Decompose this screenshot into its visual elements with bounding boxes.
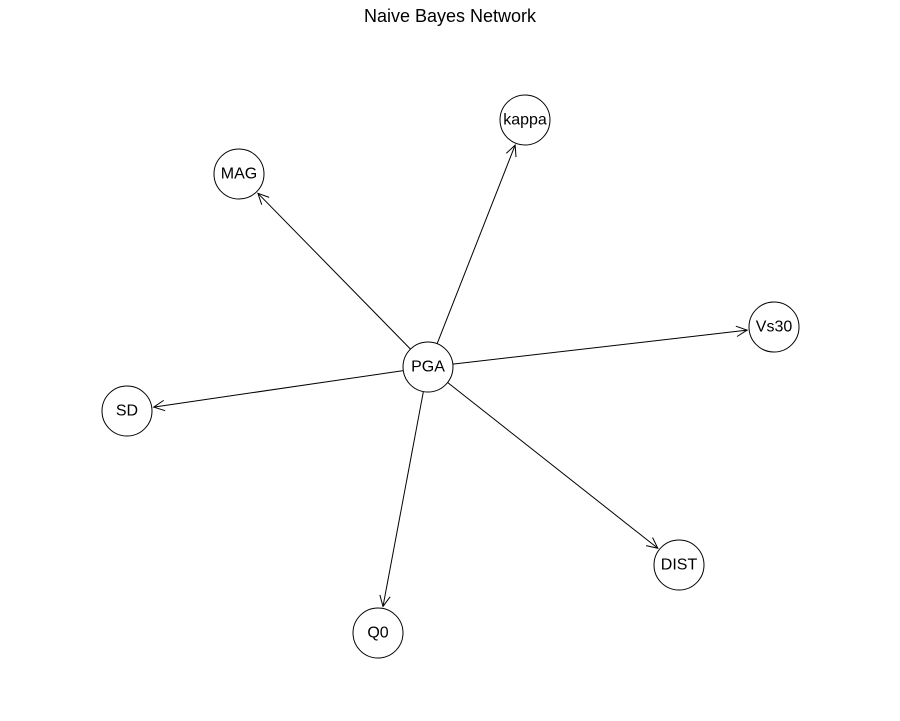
- edge-line: [153, 370, 404, 408]
- node-label: Vs30: [756, 319, 793, 336]
- node-kappa: kappa: [499, 94, 551, 146]
- edge-pga-to-kappa: [436, 144, 517, 344]
- node-circle: [499, 94, 551, 146]
- node-circle: [213, 148, 265, 200]
- node-circle: [101, 385, 153, 437]
- node-circle: [653, 539, 705, 591]
- edge-line: [447, 382, 659, 549]
- edge-pga-to-mag: [257, 192, 411, 350]
- edge-pga-to-dist: [447, 382, 659, 549]
- node-label: PGA: [411, 359, 445, 376]
- arrowhead: [257, 192, 270, 205]
- node-circle: [748, 301, 800, 353]
- node-vs30: Vs30: [748, 301, 800, 353]
- edge-line: [436, 144, 516, 344]
- edge-line: [452, 329, 748, 365]
- edge-line: [257, 192, 411, 350]
- node-pga: PGA: [402, 341, 454, 393]
- node-sd: SD: [101, 385, 153, 437]
- edge-pga-to-sd: [152, 370, 404, 412]
- node-q0: Q0: [352, 607, 404, 659]
- edge-pga-to-vs30: [452, 325, 749, 365]
- node-label: DIST: [661, 557, 698, 574]
- node-dist: DIST: [653, 539, 705, 591]
- diagram-title: Naive Bayes Network: [363, 6, 537, 26]
- arrowhead: [735, 325, 749, 337]
- arrowhead: [379, 594, 391, 608]
- node-label: kappa: [503, 112, 547, 129]
- node-label: SD: [116, 403, 138, 420]
- arrowhead: [645, 537, 659, 549]
- edges-layer: [152, 144, 749, 608]
- edge-pga-to-q0: [379, 391, 424, 608]
- node-mag: MAG: [213, 148, 265, 200]
- node-label: Q0: [367, 625, 388, 642]
- node-circle: [352, 607, 404, 659]
- edge-line: [382, 391, 424, 607]
- arrowhead: [152, 399, 166, 412]
- node-label: MAG: [221, 166, 257, 183]
- node-circle: [402, 341, 454, 393]
- arrowhead: [505, 144, 517, 158]
